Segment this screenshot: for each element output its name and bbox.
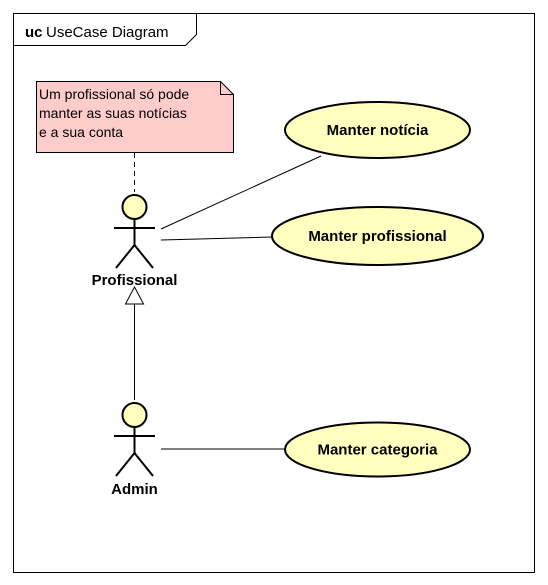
actor-profissional[interactable]: Profissional <box>92 194 178 289</box>
usecase-manter-profissional-label: Manter profissional <box>308 228 446 245</box>
note-box <box>36 81 234 153</box>
actor-profissional-head <box>121 194 148 220</box>
note-text: Um profissional só pode manter as suas n… <box>39 85 234 142</box>
frame-title-tab <box>13 13 197 46</box>
actor-admin-label: Admin <box>111 481 158 498</box>
note-line: e a sua conta <box>39 124 124 140</box>
note-line: manter as suas notícias <box>39 105 187 121</box>
usecase-manter-categoria-shape <box>284 421 471 478</box>
note-folded-corner <box>220 81 234 95</box>
usecase-manter-noticia-shape <box>284 101 471 159</box>
usecase-manter-categoria-label: Manter categoria <box>317 442 438 459</box>
usecase-manter-categoria[interactable]: Manter categoria <box>284 421 471 478</box>
usecase-manter-profissional[interactable]: Manter profissional <box>271 206 484 266</box>
usecase-manter-noticia-label: Manter notícia <box>327 122 429 139</box>
frame-keyword: uc <box>25 24 43 41</box>
association-profissional-noticia <box>160 155 322 230</box>
note-line: Um profissional só pode <box>39 86 190 102</box>
usecase-manter-profissional-shape <box>271 206 484 266</box>
actor-profissional-label: Profissional <box>92 272 178 289</box>
actor-admin[interactable]: Admin <box>111 402 158 498</box>
frame-title: UseCase Diagram <box>46 24 169 41</box>
generalization-arrowhead <box>124 285 145 305</box>
actor-admin-head <box>121 402 148 428</box>
association-profissional-profissional <box>160 236 273 241</box>
usecase-manter-noticia[interactable]: Manter notícia <box>284 101 471 159</box>
